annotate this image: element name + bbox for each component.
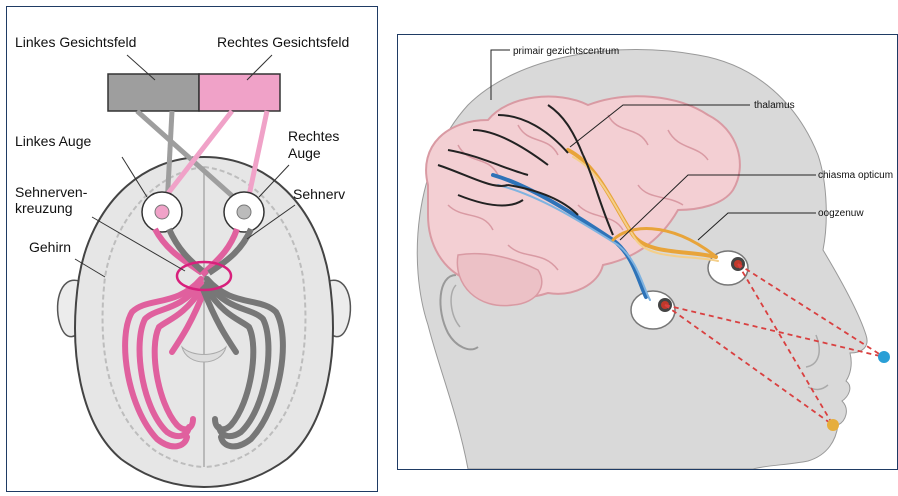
- brain-label: Gehirn: [29, 239, 71, 255]
- left-visual-field-label: Linkes Gesichtsfeld: [15, 34, 136, 50]
- left-diagram-panel: Linkes Gesichtsfeld Rechtes Gesichtsfeld: [6, 6, 378, 492]
- optic-nerve-label: Sehnerv: [293, 186, 345, 202]
- left-visual-field-box: [108, 74, 199, 111]
- right-eye-lens: [237, 205, 251, 219]
- visual-pathway-side-view: primair gezichtscentrum thalamus chiasma…: [398, 35, 897, 469]
- chiasm-label-line1: Sehnerven-: [15, 184, 88, 200]
- yellow-target-dot: [827, 419, 839, 431]
- right-eye-label-line2: Auge: [288, 145, 321, 161]
- eye-near: [631, 291, 675, 329]
- right-visual-field-label: Rechtes Gesichtsfeld: [217, 34, 349, 50]
- blue-target-dot: [878, 351, 890, 363]
- visual-pathway-top-view: Linkes Gesichtsfeld Rechtes Gesichtsfeld: [7, 7, 377, 491]
- right-eye-label-line1: Rechtes: [288, 128, 339, 144]
- primary-visual-cortex-label: primair gezichtscentrum: [513, 46, 619, 57]
- optic-chiasm-label: chiasma opticum: [818, 170, 893, 181]
- optic-nerve-label-nl: oogzenuw: [818, 208, 864, 219]
- thalamus-label: thalamus: [754, 100, 795, 111]
- left-eye-label: Linkes Auge: [15, 133, 91, 149]
- left-eye-lens: [155, 205, 169, 219]
- chiasm-label-line2: kreuzung: [15, 200, 73, 216]
- right-visual-field-box: [199, 74, 280, 111]
- right-diagram-panel: primair gezichtscentrum thalamus chiasma…: [397, 34, 898, 470]
